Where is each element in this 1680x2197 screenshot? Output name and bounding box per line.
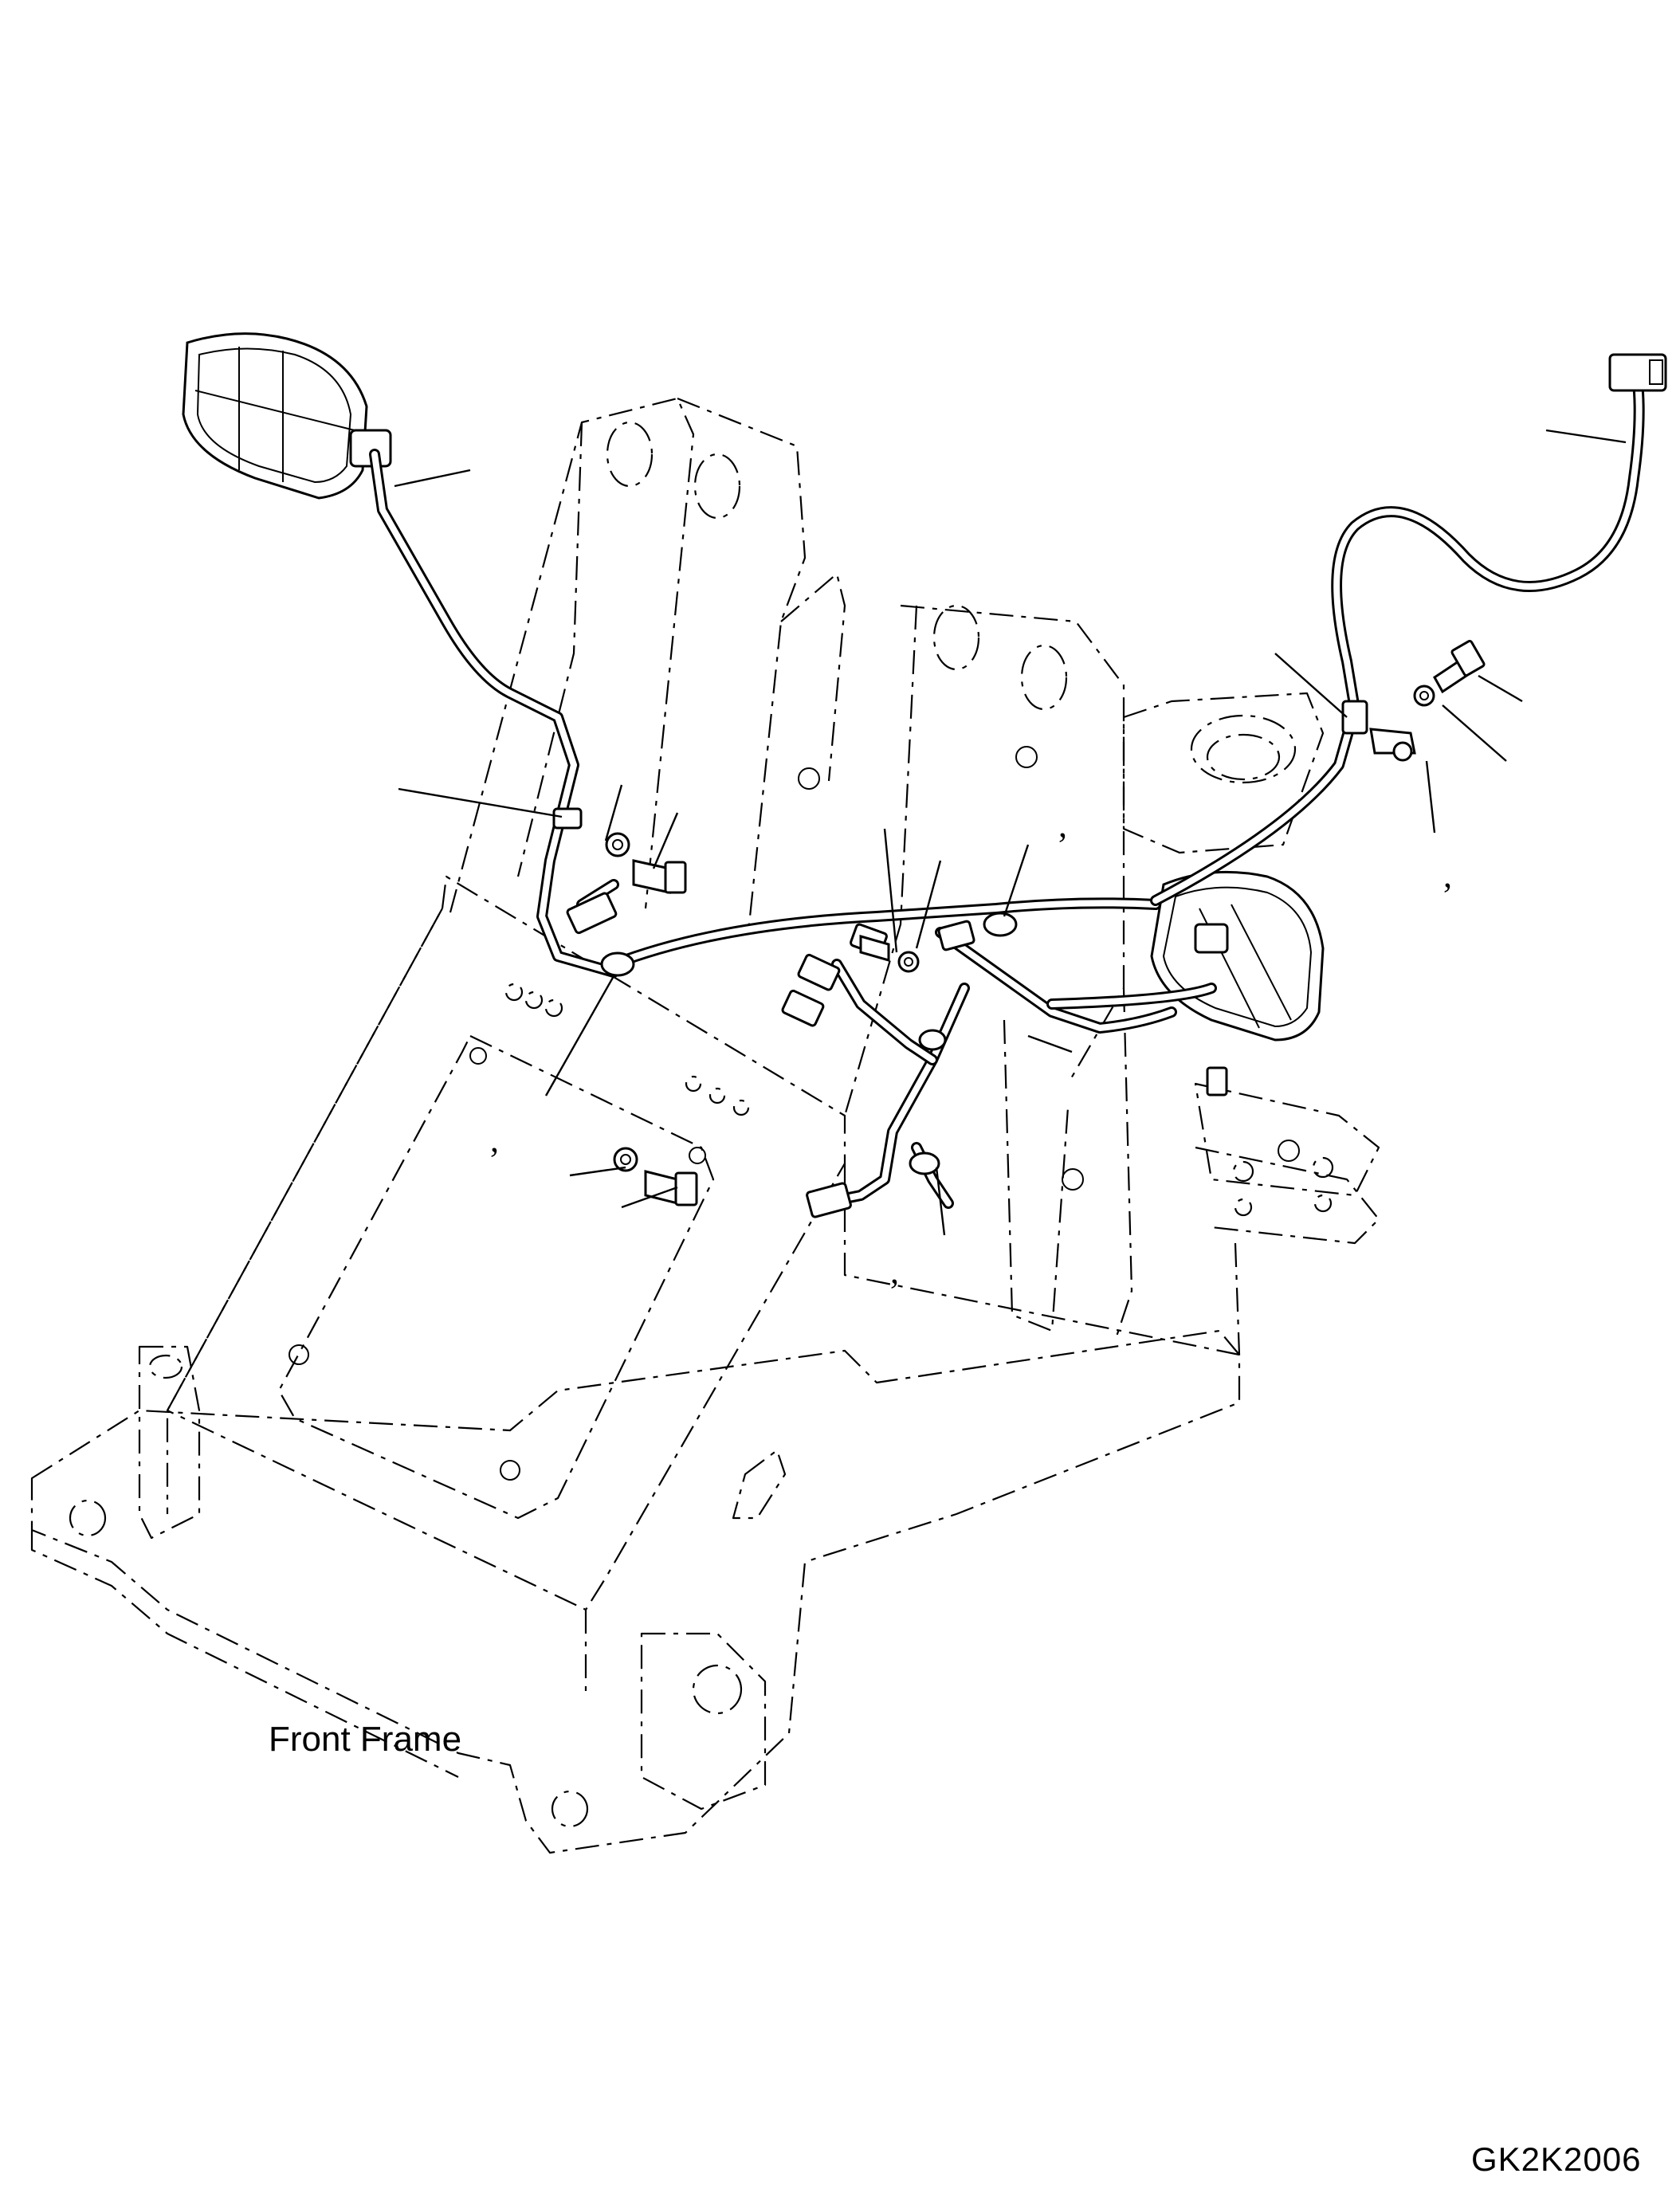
- callout-separator: ,: [1443, 856, 1452, 895]
- callout-separator: ,: [490, 1120, 499, 1159]
- bolts-and-washers: [605, 640, 1486, 1206]
- right-work-lamp: [1150, 870, 1325, 1042]
- wiring-harness: [369, 377, 1645, 1209]
- callout-leaders: [394, 429, 1627, 1236]
- front-frame-outline: [30, 397, 1380, 1854]
- callout-separator: ,: [1058, 806, 1067, 845]
- front-frame-label: Front Frame: [269, 1720, 462, 1759]
- drawing-number: GK2K2006: [1471, 2140, 1642, 2178]
- callout-separator: ,: [890, 1252, 899, 1291]
- connectors: [566, 353, 1667, 1218]
- harness-clamps: [552, 700, 1416, 1175]
- left-work-lamp: [182, 332, 392, 500]
